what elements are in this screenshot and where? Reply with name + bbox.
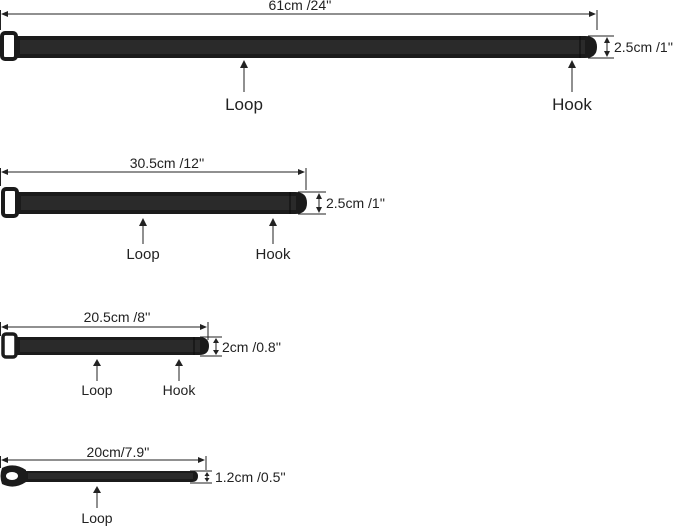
strap-4-width-arrow-top: [204, 472, 210, 476]
strap-2-hook-arrow: [269, 218, 277, 226]
strap-1-width-label: 2.5cm /1'': [614, 39, 673, 55]
strap-2-length-arrow-left: [1, 169, 8, 175]
strap-1-buckle: [0, 31, 18, 61]
strap-3-length-label: 20.5cm /8'': [84, 309, 151, 325]
strap-1-length-arrow-right: [589, 11, 596, 17]
strap-3-hook-label: Hook: [163, 382, 197, 398]
strap-2-buckle: [1, 187, 19, 218]
strap-4-width-label: 1.2cm /0.5'': [215, 469, 286, 485]
strap-4-length-arrow-right: [198, 457, 205, 463]
strap-1-loop-arrow: [240, 60, 248, 68]
strap-4-loop-arrow: [93, 486, 101, 493]
strap-2-length-arrow-right: [298, 169, 305, 175]
strap-2: 30.5cm /12'' 2.5cm /1'' Loop Hook: [0, 155, 385, 263]
strap-1-texture: [20, 40, 585, 54]
strap-3-loop-label: Loop: [81, 382, 112, 398]
strap-2-width-label: 2.5cm /1'': [326, 195, 385, 211]
strap-3-width-arrow-top: [213, 338, 219, 343]
strap-3-texture: [20, 340, 200, 352]
strap-1-length-label: 61cm /24'': [269, 0, 332, 13]
strap-2-loop-arrow: [139, 218, 147, 226]
strap-4-length-arrow-left: [1, 457, 8, 463]
strap-1-hook-label: Hook: [552, 95, 592, 114]
strap-3-length-arrow-right: [200, 324, 207, 330]
strap-3-buckle: [1, 332, 18, 359]
strap-3-width-label: 2cm /0.8'': [222, 339, 281, 355]
strap-3-length-arrow-left: [1, 324, 8, 330]
strap-3: 20.5cm /8'' 2cm /0.8'' Loop Hook: [0, 309, 281, 398]
strap-4-texture: [28, 473, 193, 479]
strap-1-width-arrow-bottom: [604, 51, 610, 57]
strap-2-width-arrow-top: [316, 193, 322, 199]
strap-4-width-arrow-bottom: [204, 478, 210, 482]
strap-1-loop-label: Loop: [225, 95, 263, 114]
strap-2-texture: [21, 196, 296, 210]
strap-1-width-arrow-top: [604, 37, 610, 43]
strap-4-head-slot: [6, 472, 18, 480]
strap-2-width-arrow-bottom: [316, 207, 322, 213]
strap-1: 61cm /24'' 2.5cm /1'' Loop Hook: [0, 0, 673, 114]
strap-4: 20cm/7.9'' 1.2cm /0.5'' Loop: [0, 444, 286, 526]
strap-2-length-label: 30.5cm /12'': [130, 155, 205, 171]
strap-4-length-label: 20cm/7.9'': [87, 444, 150, 460]
strap-1-length-arrow-left: [1, 11, 8, 17]
strap-3-loop-arrow: [93, 359, 101, 366]
strap-3-width-arrow-bottom: [213, 350, 219, 355]
strap-1-hook-arrow: [568, 60, 576, 68]
strap-2-hook-label: Hook: [255, 246, 291, 263]
strap-2-loop-label: Loop: [126, 246, 159, 263]
strap-3-hook-arrow: [175, 359, 183, 366]
strap-4-loop-label: Loop: [81, 510, 112, 526]
